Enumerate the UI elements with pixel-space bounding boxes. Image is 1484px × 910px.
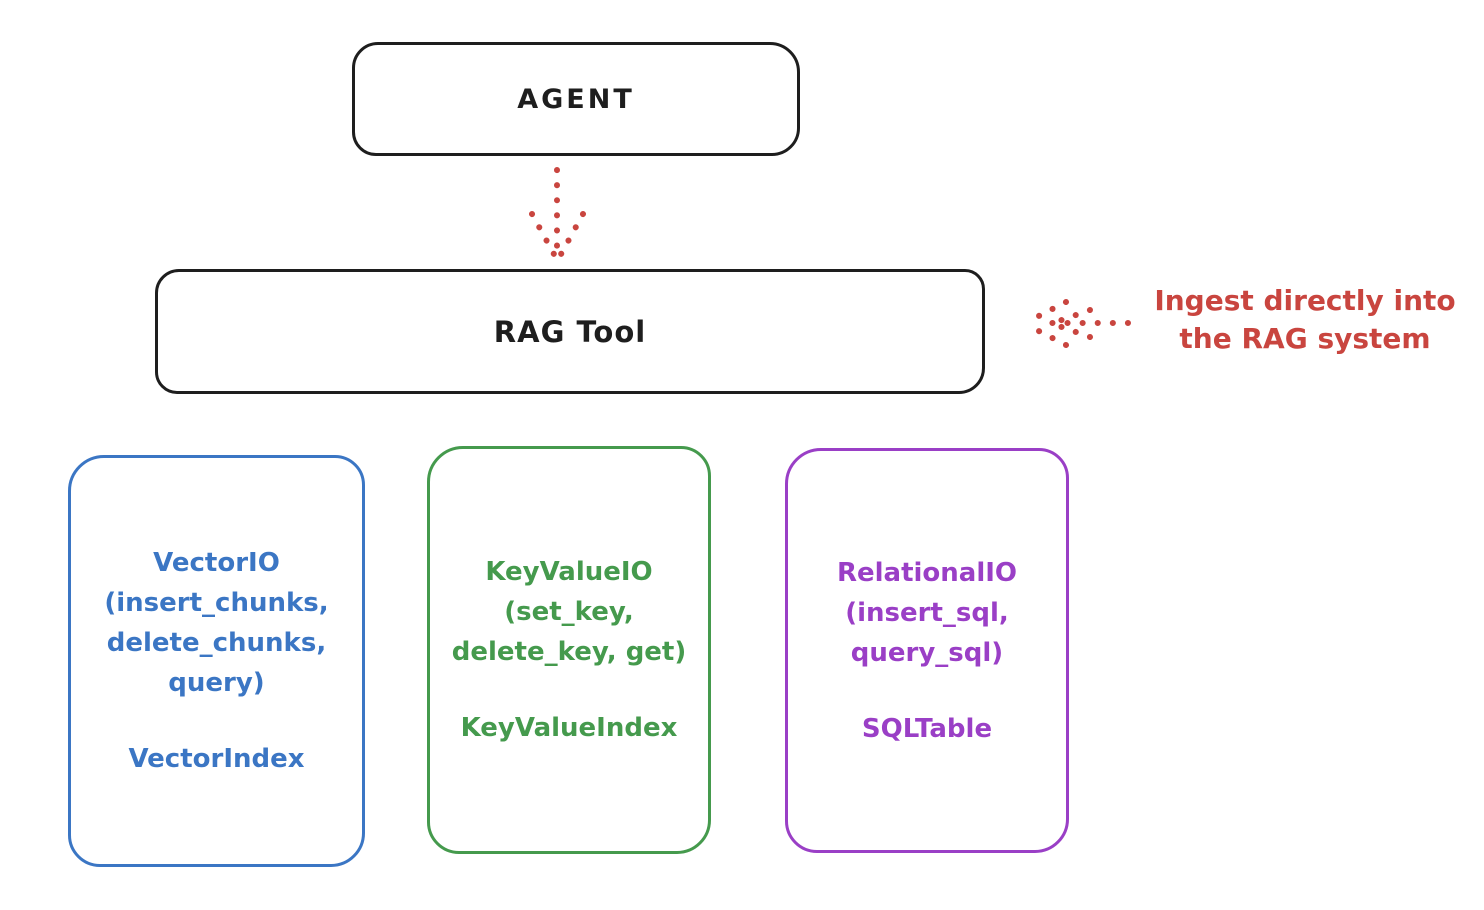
vector-io-line: VectorIO: [153, 548, 280, 578]
arrow-wing-top-inner: [1053, 307, 1093, 325]
vector-io-line: (insert_chunks,: [104, 588, 329, 618]
arrow-wing-right: [557, 211, 586, 259]
arrow-wing-bottom: [1026, 323, 1069, 348]
arrow-wing-left: [529, 211, 558, 259]
arrow-wing-bottom-inner: [1053, 322, 1093, 340]
ingest-annotation-line-1: Ingest directly into: [1154, 284, 1456, 317]
key-value-io-title: KeyValueIO (set_key, delete_key, get): [452, 552, 687, 672]
agent-node-label: AGENT: [517, 83, 635, 115]
vector-index-label: VectorIndex: [128, 744, 305, 774]
vector-io-line: query): [168, 668, 265, 698]
relational-io-line: RelationalIO: [836, 557, 1018, 588]
arrow-wing-top: [1026, 299, 1069, 324]
relational-io-node: RelationalIO (insert_sql, query_sql) SQL…: [785, 448, 1069, 853]
key-value-io-node: KeyValueIO (set_key, delete_key, get) Ke…: [427, 446, 711, 854]
relational-io-title: RelationalIO (insert_sql, query_sql): [837, 553, 1017, 673]
key-value-io-line: delete_key, get): [451, 637, 687, 667]
agent-to-ragtool-arrow: [529, 167, 586, 259]
annotation-to-ragtool-arrow: [1026, 299, 1131, 348]
rag-tool-node: RAG Tool: [155, 269, 985, 394]
sql-table-label: SQLTable: [861, 713, 993, 744]
vector-io-line: delete_chunks,: [106, 628, 327, 658]
key-value-index-label: KeyValueIndex: [460, 713, 678, 743]
ingest-annotation-line-2: the RAG system: [1179, 322, 1431, 355]
relational-io-line: (insert_sql,: [845, 597, 1009, 628]
key-value-io-line: KeyValueIO: [485, 557, 653, 587]
vector-io-node: VectorIO (insert_chunks, delete_chunks, …: [68, 455, 365, 867]
agent-node: AGENT: [352, 42, 800, 156]
rag-tool-node-label: RAG Tool: [493, 314, 647, 349]
vector-io-title: VectorIO (insert_chunks, delete_chunks, …: [104, 543, 328, 703]
ingest-annotation: Ingest directly into the RAG system: [1140, 282, 1470, 358]
key-value-io-line: (set_key,: [504, 597, 634, 627]
relational-io-line: query_sql): [850, 637, 1004, 668]
